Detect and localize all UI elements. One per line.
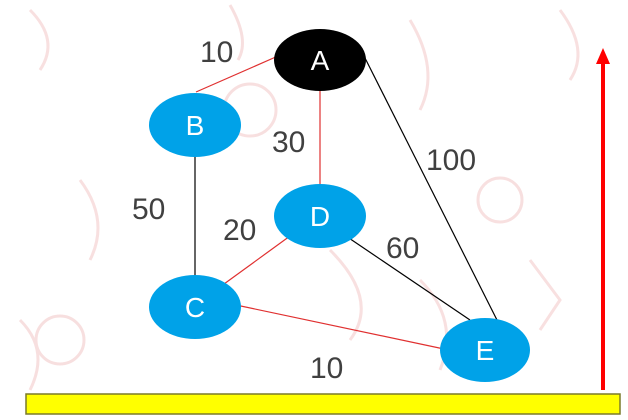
node-e: E	[440, 318, 530, 382]
weight-a-e: 100	[426, 144, 476, 177]
weight-c-e: 10	[310, 352, 343, 385]
weight-a-d: 30	[272, 126, 305, 159]
node-c-label: C	[185, 292, 205, 323]
node-e-label: E	[476, 335, 495, 366]
node-a-label: A	[311, 45, 330, 76]
node-c: C	[149, 275, 241, 339]
edge-weights: 10 30 100 50 20 60 10	[132, 36, 476, 385]
node-b-shape	[149, 93, 241, 157]
edges	[194, 55, 499, 350]
yellow-bar	[25, 393, 621, 415]
weight-c-d: 20	[223, 214, 256, 247]
watermark-pattern-top	[28, 4, 580, 111]
edge-c-d	[223, 235, 291, 285]
node-d-shape	[274, 184, 366, 248]
weight-b-c: 50	[132, 193, 165, 226]
node-e-shape	[440, 318, 530, 382]
node-b-label: B	[186, 110, 205, 141]
node-b: B	[149, 93, 241, 157]
edge-d-e	[339, 231, 471, 321]
node-a-shape	[274, 29, 366, 91]
edge-c-e	[235, 304, 445, 350]
node-a: A	[274, 29, 366, 91]
weight-a-b: 10	[200, 36, 233, 69]
arrow-head	[596, 48, 610, 64]
weight-d-e: 60	[386, 232, 419, 265]
node-c-shape	[149, 275, 241, 339]
edge-a-e	[364, 57, 499, 323]
node-d: D	[274, 184, 366, 248]
node-d-label: D	[310, 201, 330, 232]
edge-a-b	[195, 55, 279, 93]
up-arrow-icon	[596, 48, 610, 390]
